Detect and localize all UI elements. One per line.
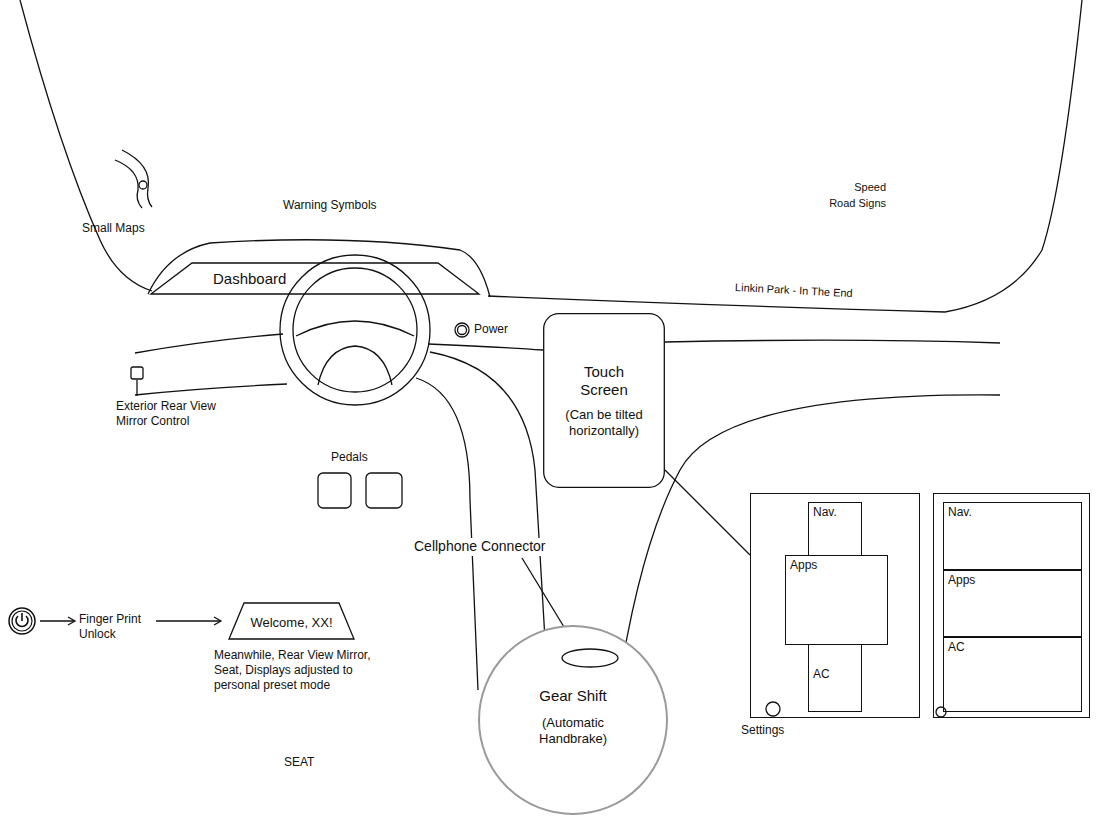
dash-top-line — [488, 296, 945, 312]
small-map-position — [139, 181, 147, 189]
flow-arrowhead — [214, 617, 221, 625]
power-symbol — [16, 613, 28, 626]
dash-line — [135, 384, 287, 395]
windshield-right-pillar — [945, 0, 1082, 312]
start-button-icon — [9, 608, 35, 634]
node-subtitle: (Automatic Handbrake) — [518, 715, 628, 746]
mirror-control-leader — [136, 380, 137, 396]
annotation: Speed — [800, 181, 886, 195]
steering-hub — [296, 321, 414, 336]
node-title: AC — [813, 667, 830, 681]
node-title: Gear Shift — [539, 687, 607, 705]
node-title: Dashboard — [213, 270, 286, 288]
screen-layout-panel: Nav. AppsAC — [933, 493, 1090, 718]
node-title: Nav. — [948, 505, 972, 519]
connector-line — [665, 470, 750, 555]
pedal — [318, 473, 351, 508]
welcome-display-shape — [229, 603, 354, 639]
mirror-control-button — [131, 367, 143, 379]
part-label: Exterior Rear View Mirror Control — [116, 399, 244, 429]
steering-wheel-inner — [293, 268, 417, 392]
song-title: Linkin Park - In The End — [735, 281, 853, 301]
nav-area: Nav. — [943, 502, 1082, 570]
node-title: Apps — [790, 558, 817, 572]
pedal — [366, 473, 402, 508]
part-label: Pedals — [331, 450, 368, 465]
dashboard-display: Dashboard — [150, 262, 480, 295]
dash-line — [135, 334, 283, 353]
settings-button — [766, 702, 780, 716]
process-step: Finger Print Unlock — [79, 612, 153, 642]
gear-shift-shape — [479, 626, 667, 814]
small-map-road — [115, 160, 142, 208]
dashboard-hood — [148, 240, 490, 297]
gear-shift: Gear Shift (Automatic Handbrake) — [478, 625, 668, 815]
part-label: Power — [474, 322, 508, 337]
annotation: Warning Symbols — [283, 198, 377, 213]
flow-arrow — [40, 620, 74, 621]
steering-spokes — [318, 346, 392, 385]
part-label: SEAT — [284, 755, 314, 770]
node-title: Nav. — [813, 505, 837, 519]
settings-button — [936, 707, 946, 717]
cellphone-connector — [562, 649, 618, 667]
dashboard-display-shape — [151, 263, 479, 294]
node-title: AC — [948, 640, 965, 654]
console-line — [416, 378, 478, 690]
small-map-road — [122, 150, 152, 207]
leader-connector — [665, 470, 750, 555]
node-title: Touch Screen — [561, 363, 647, 399]
node-title: Settings — [741, 723, 784, 737]
flow-arrowhead — [68, 617, 75, 625]
node-title: Welcome, XX! — [250, 615, 332, 631]
touch-screen-shape — [544, 314, 665, 488]
power-button — [455, 323, 469, 337]
dashboard-display-outline — [150, 262, 480, 295]
ac-area: AC — [943, 637, 1082, 712]
nav-area: Nav. — [808, 502, 862, 562]
annotation: Road Signs — [800, 197, 886, 211]
touch-screen: Touch Screen (Can be tilted horizontally) — [543, 313, 665, 488]
part-label: Cellphone Connector — [412, 538, 548, 556]
note: Meanwhile, Rear View Mirror, Seat, Displ… — [214, 648, 382, 693]
annotation: Small Maps — [82, 221, 145, 236]
welcome-display: Welcome, XX! — [228, 602, 355, 640]
screen-layout-panel: SettingsNav.AppsAC — [750, 493, 920, 718]
dash-line — [428, 344, 543, 350]
node-title: Apps — [948, 573, 975, 587]
power-button-inner — [458, 326, 467, 335]
node-subtitle: (Can be tilted horizontally) — [561, 407, 647, 438]
flow-arrow — [156, 620, 220, 621]
apps-area: Apps — [785, 555, 888, 645]
dash-line — [665, 340, 1000, 343]
touch-screen-outline — [543, 313, 665, 488]
apps-area: Apps — [943, 570, 1082, 637]
start-button-icon-inner — [12, 611, 32, 631]
steering-wheel — [280, 255, 430, 405]
windshield-left-pillar — [20, 0, 152, 291]
ac-area: AC — [808, 640, 862, 712]
